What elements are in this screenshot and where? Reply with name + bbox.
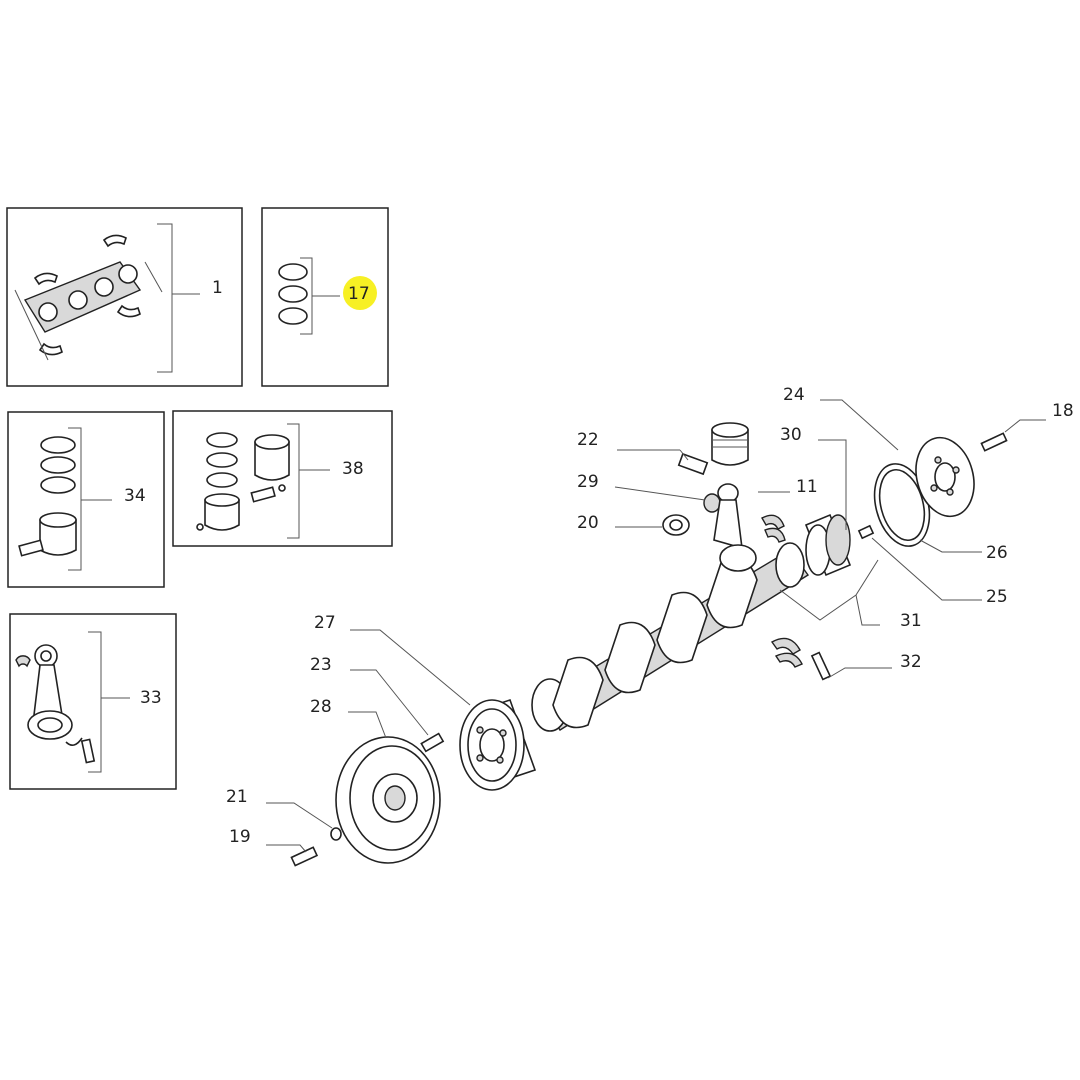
kit-box-piston-liner[interactable]: 38 [172,410,393,547]
callout-24: 24 [783,385,805,405]
callout-22: 22 [577,430,599,450]
kit-box-piston-rings[interactable]: 17 [261,207,389,387]
bolt-part[interactable] [980,432,1008,452]
callout-32: 32 [900,652,922,672]
callout-33: 33 [140,688,162,708]
callout-19: 19 [229,827,251,847]
piston-rings-icon [278,263,308,325]
piston-pin-part[interactable] [677,452,709,476]
callout-23: 23 [310,655,332,675]
callout-30: 30 [780,425,802,445]
callout-25: 25 [986,587,1008,607]
callout-26: 26 [986,543,1008,563]
callout-20: 20 [577,513,599,533]
piston-liner-icon [196,432,290,531]
kit-box-crankshaft[interactable]: 1 [6,207,243,387]
callout-17: 17 [348,284,370,304]
crankshaft-assembly: 22 29 20 11 30 24 [226,385,1074,867]
piston-part[interactable] [711,422,749,466]
kit-box-piston-rings-pin[interactable]: 34 [7,411,165,588]
callout-11: 11 [796,477,818,497]
timing-gear-part[interactable] [804,513,852,577]
connecting-rod-icon [15,644,96,764]
crankshaft-part[interactable] [531,542,810,732]
crankshaft-kit-icon [14,234,163,361]
washer-part[interactable] [330,827,342,841]
piston-pin-icon [18,436,77,557]
callout-21: 21 [226,787,248,807]
callout-29: 29 [577,472,599,492]
bearing-bolt-part[interactable] [810,651,832,681]
pulley-part[interactable] [459,698,537,791]
callout-17-highlight[interactable]: 17 [343,276,377,310]
callout-28: 28 [310,697,332,717]
damper-bolt-part[interactable] [290,846,319,867]
kit-box-connecting-rod[interactable]: 33 [9,613,177,790]
callout-34: 34 [124,486,146,506]
callout-31: 31 [900,611,922,631]
damper-part[interactable] [335,736,441,864]
pulley-bolt-part[interactable] [420,732,445,753]
dowel-pin-part[interactable] [857,524,875,540]
callout-18: 18 [1052,401,1074,421]
callout-38: 38 [342,459,364,479]
callout-27: 27 [314,613,336,633]
bearing-shell-part[interactable] [761,514,785,530]
connecting-rod-part[interactable] [713,483,757,572]
bush-part[interactable] [703,493,721,513]
flywheel-flange-part[interactable] [908,431,983,523]
lower-bearing-shell-part[interactable] [770,637,801,655]
callout-1: 1 [212,278,223,298]
